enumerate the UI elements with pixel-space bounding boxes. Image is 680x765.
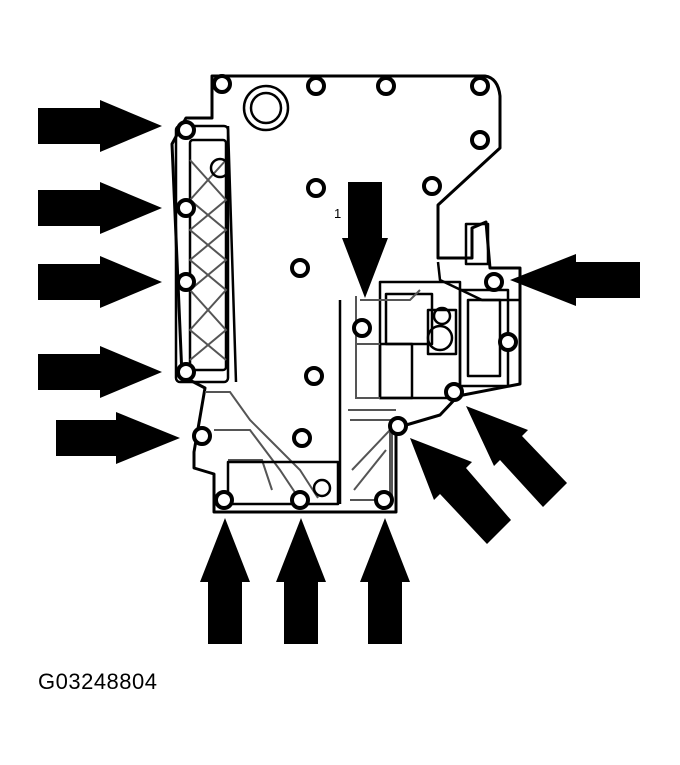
bolt-location-arrow — [38, 256, 162, 308]
bolt-icon — [290, 258, 310, 278]
bolts — [176, 74, 518, 510]
bolt-location-arrow — [410, 438, 511, 544]
solenoid-block — [355, 222, 520, 400]
bolt-location-arrow — [342, 182, 388, 298]
bolt-icon — [470, 76, 490, 96]
callout-label: 1 — [334, 206, 341, 221]
bolt-location-arrow — [276, 518, 326, 644]
bolt-location-arrow — [200, 518, 250, 644]
bolt-location-arrow — [360, 518, 410, 644]
bolt-location-arrow — [38, 182, 162, 234]
bolt-icon — [192, 426, 212, 446]
bolt-icon — [306, 76, 326, 96]
lower-channels — [205, 300, 396, 506]
bolt-icon — [444, 382, 464, 402]
bolt-icon — [306, 178, 326, 198]
bolt-icon — [214, 490, 234, 510]
figure-caption: G03248804 — [38, 669, 158, 694]
bolt-icon — [498, 332, 518, 352]
bolt-icon — [176, 120, 196, 140]
arrows — [38, 100, 640, 644]
bolt-icon — [176, 272, 196, 292]
bolt-icon — [388, 416, 408, 436]
bolt-location-arrow — [56, 412, 180, 464]
bolt-icon — [352, 318, 372, 338]
bolt-icon — [374, 490, 394, 510]
bolt-icon — [176, 198, 196, 218]
bolt-icon — [484, 272, 504, 292]
bolt-location-arrow — [38, 100, 162, 152]
bolt-icon — [212, 74, 232, 94]
bolt-icon — [376, 76, 396, 96]
bolt-icon — [290, 490, 310, 510]
bolt-icon — [470, 130, 490, 150]
bolt-icon — [176, 362, 196, 382]
round-port — [242, 84, 290, 132]
bolt-icon — [422, 176, 442, 196]
bolt-icon — [292, 428, 312, 448]
bolt-location-arrow — [466, 406, 567, 507]
bolt-location-arrow — [38, 346, 162, 398]
bolt-icon — [304, 366, 324, 386]
bolt-location-arrow — [510, 254, 640, 306]
